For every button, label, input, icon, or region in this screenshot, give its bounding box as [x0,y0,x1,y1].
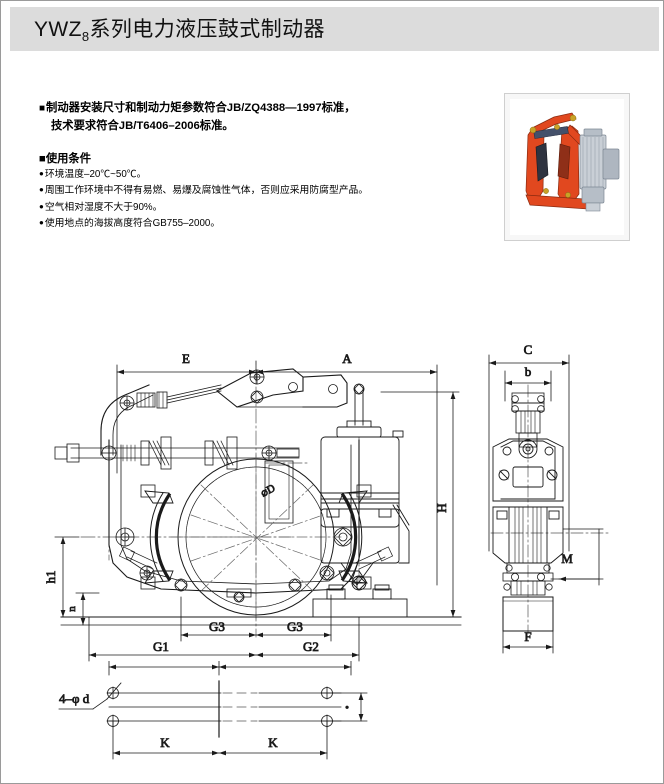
page-title-main: YWZ [34,18,82,42]
dimension-label-F: F [524,629,531,644]
dimension-label-G3-right: G3 [287,619,303,634]
square-bullet-icon: ■ [39,153,46,165]
square-bullet-icon: ■ [39,103,46,114]
product-photo [504,93,630,241]
condition-item-text: 环境温度–20℃~50℃。 [44,169,147,180]
dimension-label-G2: G2 [303,639,319,654]
dimension-label-n: n [66,606,78,612]
specification-text-block: ■制动器安装尺寸和制动力矩参数符合JB/ZQ4388—1997标准， 技术要求符… [39,100,479,232]
round-bullet-icon: ● [39,185,44,195]
page-header-bar: YWZ8系列电力液压鼓式制动器 [7,7,659,51]
dimension-label-M: M [561,551,573,566]
dimension-label-A: A [342,351,352,366]
product-photo-inner [510,99,624,235]
condition-item: ●空气相对湿度不大于90%。 [39,200,479,216]
page-title-subscript: 8 [81,29,90,45]
dimension-label-K-right: K [268,735,278,750]
front-elevation-view: E A H h1 n [41,345,471,665]
page-title-rest: 系列电力液压鼓式制动器 [89,18,325,42]
conditions-heading-text: 使用条件 [45,153,92,165]
dimension-label-h1: h1 [43,571,58,584]
standards-line-1-text: 制动器安装尺寸和制动力矩参数符合JB/ZQ4388—1997标准， [46,102,356,114]
condition-item-text: 使用地点的海拔高度符合GB755–2000。 [44,217,221,229]
dimension-label-G3-left: G3 [209,619,225,634]
page-title: YWZ8系列电力液压鼓式制动器 [10,13,325,44]
base-plan-view: 4–φ d • K K [41,661,401,781]
dimension-label-K-left: K [160,735,170,750]
conditions-heading: ■使用条件 [39,151,479,167]
standards-line-1: ■制动器安装尺寸和制动力矩参数符合JB/ZQ4388—1997标准， [39,100,479,118]
dimension-label-plate-width: • [345,702,349,714]
dimension-label-b: b [525,364,532,379]
side-elevation-view: C b [471,341,651,661]
condition-item-text: 周围工作环境中不得有易燃、易爆及腐蚀性气体，否则应采用防腐型产品。 [44,185,369,197]
dimension-label-C: C [524,342,533,357]
product-photo-illustration [510,99,624,235]
standards-line-2: 技术要求符合JB/T6406–2006标准。 [39,118,479,135]
condition-item: ●周围工作环境中不得有易燃、易爆及腐蚀性气体，否则应采用防腐型产品。 [39,183,479,199]
dimension-label-E: E [182,351,190,366]
dimension-label-drum-diameter: ⌀D [259,482,278,499]
condition-item-text: 空气相对湿度不大于90%。 [44,201,163,213]
round-bullet-icon: ● [39,169,44,178]
hole-callout-label: 4–φ d [59,691,90,706]
round-bullet-icon: ● [39,201,44,211]
dimension-label-G1: G1 [153,639,169,654]
condition-item: ●使用地点的海拔高度符合GB755–2000。 [39,216,479,232]
dimension-label-H: H [434,503,449,512]
condition-item: ●环境温度–20℃~50℃。 [39,167,479,183]
round-bullet-icon: ● [39,217,44,227]
standards-line-2-text: 技术要求符合JB/T6406–2006标准。 [51,119,234,132]
